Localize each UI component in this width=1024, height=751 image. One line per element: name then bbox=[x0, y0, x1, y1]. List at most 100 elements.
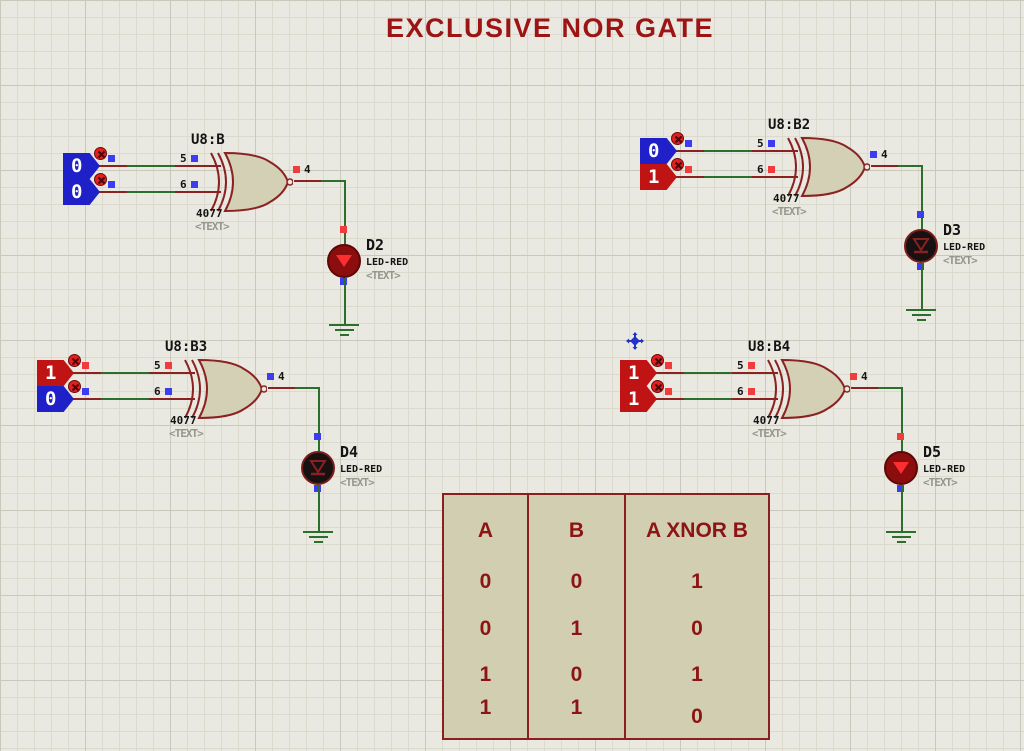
led-indicator bbox=[884, 451, 918, 485]
pin-number-in1: 5 bbox=[154, 359, 161, 372]
state-square-led-top bbox=[917, 211, 924, 218]
state-square-a bbox=[665, 362, 672, 369]
table-header-xnor: A XNOR B bbox=[646, 519, 748, 542]
wire-b bbox=[684, 398, 732, 400]
ground-icon bbox=[340, 334, 349, 336]
led-ref-label: D5 bbox=[923, 443, 942, 461]
gate-ref-label: U8:B4 bbox=[748, 339, 791, 355]
pin-number-out: 4 bbox=[881, 148, 888, 161]
wire-a bbox=[99, 165, 127, 167]
gate-text-placeholder: <TEXT> bbox=[772, 205, 807, 218]
state-square-b bbox=[685, 166, 692, 173]
wire-b bbox=[676, 176, 704, 178]
ground-icon bbox=[897, 541, 906, 543]
wire-out-down bbox=[901, 387, 903, 453]
wire-a bbox=[676, 150, 704, 152]
table-cell: 0 bbox=[570, 570, 583, 593]
state-square-pin1 bbox=[165, 362, 172, 369]
table-cell: 0 bbox=[479, 570, 492, 593]
wire-a bbox=[752, 150, 798, 152]
wire-b bbox=[704, 176, 752, 178]
pin-number-in2: 6 bbox=[154, 385, 161, 398]
wire-a bbox=[684, 372, 732, 374]
state-square-out bbox=[850, 373, 857, 380]
page-title: EXCLUSIVE NOR GATE bbox=[385, 13, 715, 43]
toggle-a-icon[interactable] bbox=[68, 354, 81, 367]
pin-number-in1: 5 bbox=[757, 137, 764, 150]
ground-icon bbox=[335, 329, 354, 331]
state-square-b bbox=[665, 388, 672, 395]
wire-b bbox=[149, 398, 195, 400]
pin-number-in2: 6 bbox=[757, 163, 764, 176]
wire-out bbox=[295, 387, 320, 389]
wire-out bbox=[268, 387, 295, 389]
wire-out bbox=[294, 180, 321, 182]
gate-ref-label: U8:B3 bbox=[165, 339, 208, 355]
wire-to-ground bbox=[344, 278, 346, 325]
state-square-led-bottom bbox=[314, 485, 321, 492]
pin-number-in2: 6 bbox=[737, 385, 744, 398]
led-diode-icon bbox=[309, 460, 327, 476]
wire-out-down bbox=[344, 180, 346, 246]
pin-number-in2: 6 bbox=[180, 178, 187, 191]
ground-icon bbox=[303, 531, 333, 533]
ground-icon bbox=[329, 324, 359, 326]
state-square-led-bottom bbox=[897, 485, 904, 492]
state-square-a bbox=[82, 362, 89, 369]
wire-a bbox=[101, 372, 149, 374]
origin-crosshair-icon bbox=[626, 332, 644, 350]
toggle-a-icon[interactable] bbox=[671, 132, 684, 145]
gate-text-placeholder: <TEXT> bbox=[195, 220, 230, 233]
toggle-b-icon[interactable] bbox=[68, 380, 81, 393]
gate-ref-label: U8:B2 bbox=[768, 117, 811, 133]
xnor-circuit-4: 1 1 5 6 U8:B4 4077 <TEXT> 4 D5 LED-RED <… bbox=[620, 340, 1024, 552]
wire-a bbox=[175, 165, 221, 167]
led-text-placeholder: <TEXT> bbox=[923, 476, 958, 489]
state-square-led-top bbox=[314, 433, 321, 440]
wire-a bbox=[73, 372, 101, 374]
table-cell: 0 bbox=[691, 617, 703, 640]
toggle-a-icon[interactable] bbox=[94, 147, 107, 160]
table-header-a: A bbox=[477, 519, 494, 542]
wire-a bbox=[149, 372, 195, 374]
wire-a bbox=[127, 165, 175, 167]
state-square-pin2 bbox=[768, 166, 775, 173]
toggle-a-icon[interactable] bbox=[651, 354, 664, 367]
ground-icon bbox=[892, 536, 911, 538]
state-square-out bbox=[293, 166, 300, 173]
led-ref-label: D3 bbox=[943, 221, 962, 239]
table-header-b: B bbox=[568, 519, 585, 542]
wire-out bbox=[871, 165, 898, 167]
table-cell: 1 bbox=[570, 617, 583, 640]
state-square-pin2 bbox=[165, 388, 172, 395]
ground-icon bbox=[906, 309, 936, 311]
state-square-led-bottom bbox=[340, 278, 347, 285]
led-part-label: LED-RED bbox=[340, 464, 383, 475]
state-square-pin1 bbox=[191, 155, 198, 162]
state-square-pin1 bbox=[748, 362, 755, 369]
wire-to-ground bbox=[318, 485, 320, 532]
truth-table: A B A XNOR B 0 0 1 0 1 0 1 0 1 1 1 0 bbox=[442, 493, 770, 740]
toggle-b-icon[interactable] bbox=[651, 380, 664, 393]
xnor-gate-icon bbox=[767, 358, 850, 420]
led-triangle-icon bbox=[893, 462, 909, 474]
led-ref-label: D4 bbox=[340, 443, 359, 461]
wire-out bbox=[878, 387, 903, 389]
wire-b bbox=[656, 398, 684, 400]
gate-part-label: 4077 bbox=[753, 414, 780, 427]
table-cell: 0 bbox=[479, 617, 492, 640]
led-text-placeholder: <TEXT> bbox=[366, 269, 401, 282]
wire-b bbox=[73, 398, 101, 400]
led-text-placeholder: <TEXT> bbox=[340, 476, 375, 489]
wire-out-down bbox=[921, 165, 923, 231]
toggle-b-icon[interactable] bbox=[94, 173, 107, 186]
toggle-b-icon[interactable] bbox=[671, 158, 684, 171]
led-indicator bbox=[904, 229, 938, 263]
led-part-label: LED-RED bbox=[366, 257, 409, 268]
led-diode-icon bbox=[912, 238, 930, 254]
wire-out bbox=[851, 387, 878, 389]
wire-b bbox=[175, 191, 221, 193]
wire-out bbox=[321, 180, 346, 182]
led-part-label: LED-RED bbox=[943, 242, 986, 253]
pin-number-in1: 5 bbox=[180, 152, 187, 165]
